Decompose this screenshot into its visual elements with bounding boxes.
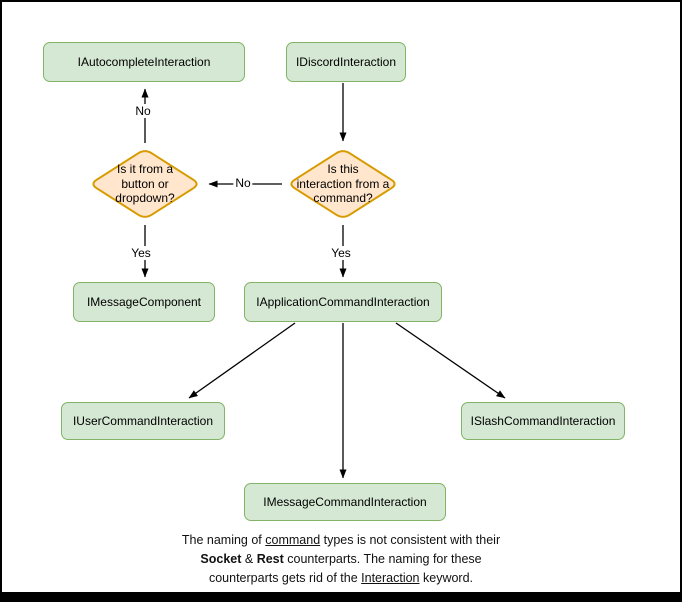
node-slash-command-interaction: ISlashCommandInteraction	[461, 402, 625, 440]
decision-line: command?	[313, 191, 373, 206]
footnote-line-1: The naming of command types is not consi…	[111, 531, 571, 550]
footnote-line-3: counterparts gets rid of the Interaction…	[111, 569, 571, 588]
decision-button-or-dropdown: Is it from a button or dropdown?	[87, 146, 203, 222]
edge-label-yes-right: Yes	[329, 246, 353, 260]
node-label: IMessageComponent	[86, 295, 202, 309]
footnote-text: counterparts gets rid of the	[208, 571, 362, 585]
footnote-text: The naming of	[181, 533, 266, 547]
node-label: ISlashCommandInteraction	[470, 414, 616, 428]
decision-line: dropdown?	[115, 191, 175, 206]
decision-line: Is this	[327, 162, 359, 177]
node-application-command-interaction: IApplicationCommandInteraction	[244, 282, 442, 322]
edge-appcmd-to-usercommand	[188, 322, 296, 399]
node-message-command-interaction: IMessageCommandInteraction	[244, 483, 446, 521]
node-label: IUserCommandInteraction	[72, 414, 214, 428]
decision-line: Is it from a	[116, 162, 173, 177]
footnote-text: counterparts. The naming for these	[283, 552, 482, 566]
node-discord-interaction: IDiscordInteraction	[286, 42, 406, 82]
node-message-component: IMessageComponent	[73, 282, 215, 322]
decision-interaction-from-command: Is this interaction from a command?	[285, 146, 401, 222]
decision-line: button or	[121, 176, 169, 191]
node-autocomplete-interaction: IAutocompleteInteraction	[43, 42, 245, 82]
node-label: IAutocompleteInteraction	[77, 55, 211, 69]
decision-line: interaction from a	[296, 176, 390, 191]
footnote-text: types is not consistent with their	[320, 533, 501, 547]
diamond-shape	[290, 150, 396, 218]
node-label: IMessageCommandInteraction	[263, 495, 427, 509]
footnote-underlined-command: command	[265, 533, 321, 547]
decision-text: Is this interaction from a command?	[285, 146, 401, 222]
footnote-text: keyword.	[419, 571, 474, 585]
bottom-border-bar	[2, 592, 680, 600]
footnote: The naming of command types is not consi…	[111, 531, 571, 588]
diamond-shape	[92, 150, 198, 218]
footnote-text: &	[241, 552, 257, 566]
edge-appcmd-to-slashcommand	[395, 322, 506, 399]
edge-label-no-top: No	[133, 104, 153, 118]
footnote-underlined-interaction: Interaction	[361, 571, 420, 585]
node-label: IApplicationCommandInteraction	[256, 295, 430, 309]
footnote-bold-socket: Socket	[200, 552, 242, 566]
edge-label-no-mid: No	[233, 176, 253, 190]
edge-label-yes-left: Yes	[129, 246, 153, 260]
node-label: IDiscordInteraction	[295, 55, 397, 69]
node-user-command-interaction: IUserCommandInteraction	[61, 402, 225, 440]
decision-text: Is it from a button or dropdown?	[87, 146, 203, 222]
footnote-line-2: Socket & Rest counterparts. The naming f…	[111, 550, 571, 569]
footnote-bold-rest: Rest	[256, 552, 284, 566]
